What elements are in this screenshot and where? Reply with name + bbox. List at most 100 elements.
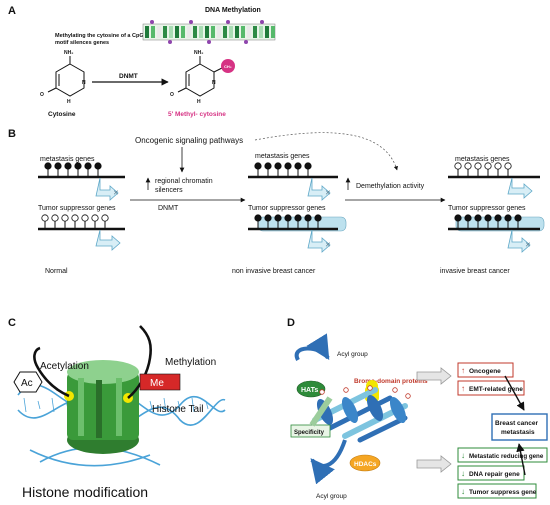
unmethylated-site — [41, 214, 49, 222]
breast-cancer-metastasis-box — [491, 413, 548, 441]
methylated-site — [314, 214, 322, 222]
methyl-group-circle — [221, 59, 235, 73]
methyl-mark-dot — [189, 20, 193, 24]
helix-rung — [51, 397, 55, 413]
methylated-site — [284, 162, 292, 170]
blocked-transcription-tsg-noninvasive — [307, 229, 331, 253]
panel-c-label: C — [8, 317, 16, 329]
cytosine-n: N — [82, 80, 86, 86]
dna-methylation-title: DNA Methylation — [205, 7, 261, 14]
hdacs-enzyme-icon — [349, 454, 381, 472]
dna-base-pair — [151, 26, 155, 38]
acetylation-label: Acetylation — [40, 361, 89, 372]
methyl-mark-dot — [150, 20, 154, 24]
metastatic-reducing-label: Metastatic reducing gene — [469, 453, 544, 460]
tumor-suppress-label: Tumor suppress gene — [469, 489, 537, 496]
methyl-mark-dot — [168, 40, 172, 44]
methylated-site — [64, 162, 72, 170]
arrow-up-genes-to-outcome — [504, 375, 525, 411]
tsg-label-invasive: Tumor suppressor genes — [448, 205, 526, 212]
specificity-label: Specificity — [294, 430, 325, 436]
dna-base-pair — [163, 26, 167, 38]
methylated-site — [44, 162, 52, 170]
methylated-site — [264, 214, 272, 222]
methylation-label: Methylation — [165, 357, 216, 368]
stage-invasive: invasive breast cancer — [440, 268, 510, 275]
blocked-transcription-normal — [95, 177, 119, 201]
panel-d-label: D — [287, 317, 295, 329]
emt-box — [457, 380, 525, 396]
hdacs-label: HDACs — [354, 461, 377, 468]
unmethylated-site — [101, 214, 109, 222]
dna-base-pair — [175, 26, 179, 38]
acyl-mark — [367, 385, 373, 391]
methylated-site — [94, 162, 102, 170]
dna-base-pair — [247, 26, 251, 38]
methylcytosine-structure — [177, 56, 223, 97]
blocked-transcription-tsg-invasive — [507, 229, 531, 253]
acyl-mark — [405, 393, 411, 399]
dna-base-pair — [145, 26, 149, 38]
nucleosome-array — [312, 387, 408, 443]
acyl-group-bottom-label: Acyl group — [316, 493, 347, 500]
methylated-site — [274, 162, 282, 170]
methyl-ch3: CH₃ — [224, 64, 232, 69]
methylcytosine-o: O — [170, 92, 174, 98]
acetyl-hexagon-icon — [13, 371, 43, 393]
dna-base-pair — [205, 26, 209, 38]
cytosine-nh2: NH₂ — [64, 50, 73, 56]
blocked-x-tsg-noninvasive: ✕ — [325, 242, 331, 249]
oncogene-up-arrow: ↑ — [461, 366, 465, 375]
helix-rung — [177, 400, 181, 410]
dna-base-pair — [157, 26, 161, 38]
ac-text: Ac — [21, 378, 33, 389]
blocked-x-tsg-invasive: ✕ — [525, 242, 531, 249]
dna-base-pair — [229, 26, 233, 38]
dna-base-pair — [211, 26, 215, 38]
methylated-site — [254, 162, 262, 170]
methyl-box-icon — [139, 373, 181, 391]
acyl-group-add-arrow — [294, 333, 330, 361]
dnmt-enzyme-label: DNMT — [119, 73, 138, 80]
acyl-group-remove-arrow — [310, 439, 347, 485]
methylated-site — [494, 214, 502, 222]
cytosine-label: Cytosine — [48, 111, 76, 118]
methylated-site — [54, 162, 62, 170]
helix-rung — [205, 400, 209, 410]
metastasis-genes-label-normal: metastasis genes — [40, 156, 95, 163]
methyl-mark-dot — [207, 40, 211, 44]
methylcytosine-n: N — [212, 80, 216, 86]
oncogene-box — [457, 362, 514, 378]
dnmt-transition-label: DNMT — [158, 205, 179, 212]
emt-up-arrow: ↑ — [461, 384, 465, 393]
emt-label: EMT-related gene — [469, 386, 523, 393]
tumor-suppress-box — [457, 483, 537, 499]
methyl-mark-dot — [260, 20, 264, 24]
cytosine-structure — [47, 56, 85, 97]
histone-modification-label: Histone modification — [22, 484, 148, 500]
dna-base-pair — [169, 26, 173, 38]
dna-repair-label: DNA repair gene — [469, 471, 520, 478]
methyl-mark-dot — [244, 40, 248, 44]
blocked-transcription-noninvasive — [307, 177, 331, 201]
dna-base-pair — [235, 26, 239, 38]
stage-normal: Normal — [45, 268, 68, 275]
methylated-site — [294, 214, 302, 222]
methylated-site — [254, 214, 262, 222]
metastatic-reducing-down-arrow: ↓ — [461, 451, 465, 460]
acyl-mark — [343, 387, 349, 393]
methylcytosine-h: H — [197, 99, 201, 105]
specificity-pointer — [309, 396, 333, 427]
dna-base-pair — [253, 26, 257, 38]
methylated-site — [264, 162, 272, 170]
downregulate-arrow — [416, 455, 452, 473]
panel-a-label: A — [8, 5, 16, 17]
dna-strand-graphic — [142, 20, 276, 44]
methylation-caption-line1: Methylating the cytosine of a CpG — [55, 33, 144, 39]
tumor-suppress-down-arrow: ↓ — [461, 487, 465, 496]
unmethylated-site — [504, 162, 512, 170]
bromo-domain-label: Bromo-domain proteins — [354, 378, 428, 385]
specificity-box — [290, 424, 331, 438]
unmethylated-site — [474, 162, 482, 170]
